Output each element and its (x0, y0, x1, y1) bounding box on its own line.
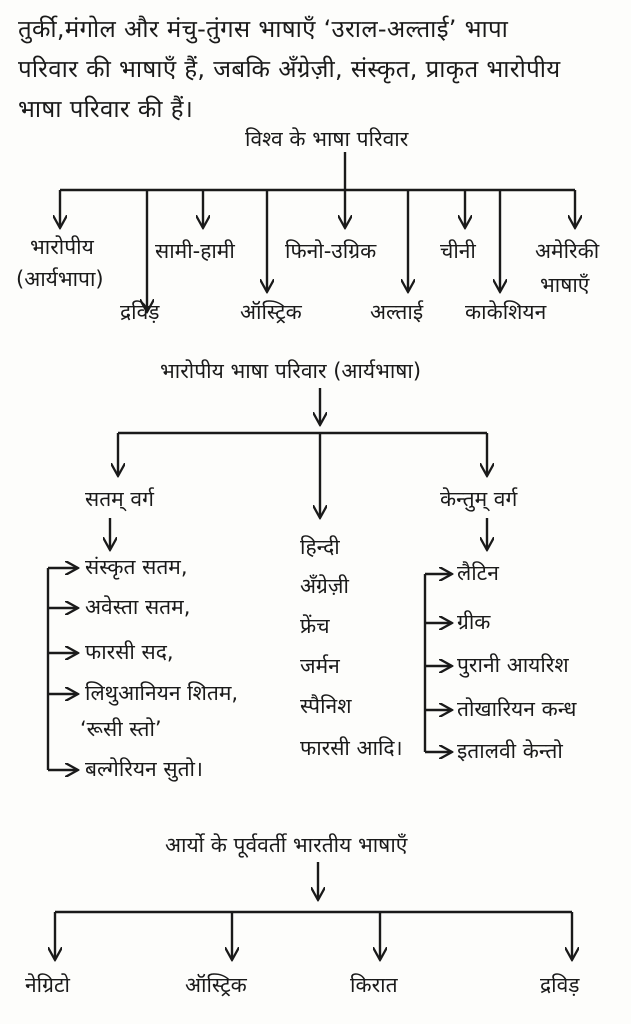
family-label: द्रविड़ (120, 300, 160, 324)
pre-aryan-title: आर्यो के पूर्ववर्ती भारतीय भाषाएँ (165, 833, 408, 857)
family-label: भाषाएँ (540, 273, 590, 297)
middle-item: स्पैनिश (300, 694, 352, 718)
indo-european-title: भारोपीय भाषा परिवार (आर्यभाषा) (160, 359, 422, 383)
middle-item: अँग्रेज़ी (300, 574, 349, 598)
middle-item: फ्रेंच (300, 614, 330, 638)
kentum-item: इतालवी केन्तो (457, 739, 563, 763)
family-label: काकेशियन (465, 300, 547, 324)
family-label: ऑस्ट्रिक (240, 300, 302, 324)
satam-item: फारसी सद, (85, 640, 174, 664)
satam-item: बल्गेरियन सुतो। (85, 757, 203, 781)
pre-aryan-item: किरात (350, 973, 398, 997)
family-label: फिनो-उग्रिक (285, 239, 377, 263)
middle-item: फारसी आदि। (300, 736, 403, 760)
satam-item: संस्कृत सतम, (85, 555, 188, 579)
satam-item: ‘रूसी स्तो’ (80, 717, 162, 741)
pre-aryan-item: नेग्रिटो (25, 973, 70, 997)
family-label: सामी-हामी (155, 239, 235, 263)
pre-aryan-item: ऑस्ट्रिक (185, 973, 247, 997)
intro-line: भाषा परिवार की हैं। (18, 95, 194, 123)
middle-item: जर्मन (300, 654, 340, 678)
satam-item: अवेस्ता सतम, (85, 595, 191, 619)
world-families-title: विश्व के भाषा परिवार (245, 127, 409, 151)
family-label: चीनी (440, 239, 476, 263)
family-label: अमेरिकी (535, 239, 600, 263)
family-label: (आर्यभापा) (16, 267, 104, 291)
satam-title: सतम् वर्ग (85, 487, 154, 511)
satam-item: लिथुआनियन शितम, (85, 681, 239, 705)
family-label: भारोपीय (30, 235, 94, 259)
kentum-title: केन्तुम् वर्ग (440, 487, 518, 511)
kentum-item: पुरानी आयरिश (457, 653, 569, 677)
intro-line: परिवार की भाषाएँ हैं, जबकि अँग्रेज़ी, सं… (18, 55, 561, 83)
kentum-item: तोखारियन कन्ध (457, 697, 577, 721)
intro-line: तुर्की,मंगोल और मंचु-तुंगस भाषाएँ ‘उराल-… (18, 15, 509, 43)
kentum-item: ग्रीक (457, 610, 491, 634)
kentum-item: लैटिन (457, 561, 499, 585)
pre-aryan-item: द्रविड़ (540, 973, 580, 997)
middle-item: हिन्दी (300, 535, 340, 559)
family-label: अल्ताई (370, 300, 424, 324)
